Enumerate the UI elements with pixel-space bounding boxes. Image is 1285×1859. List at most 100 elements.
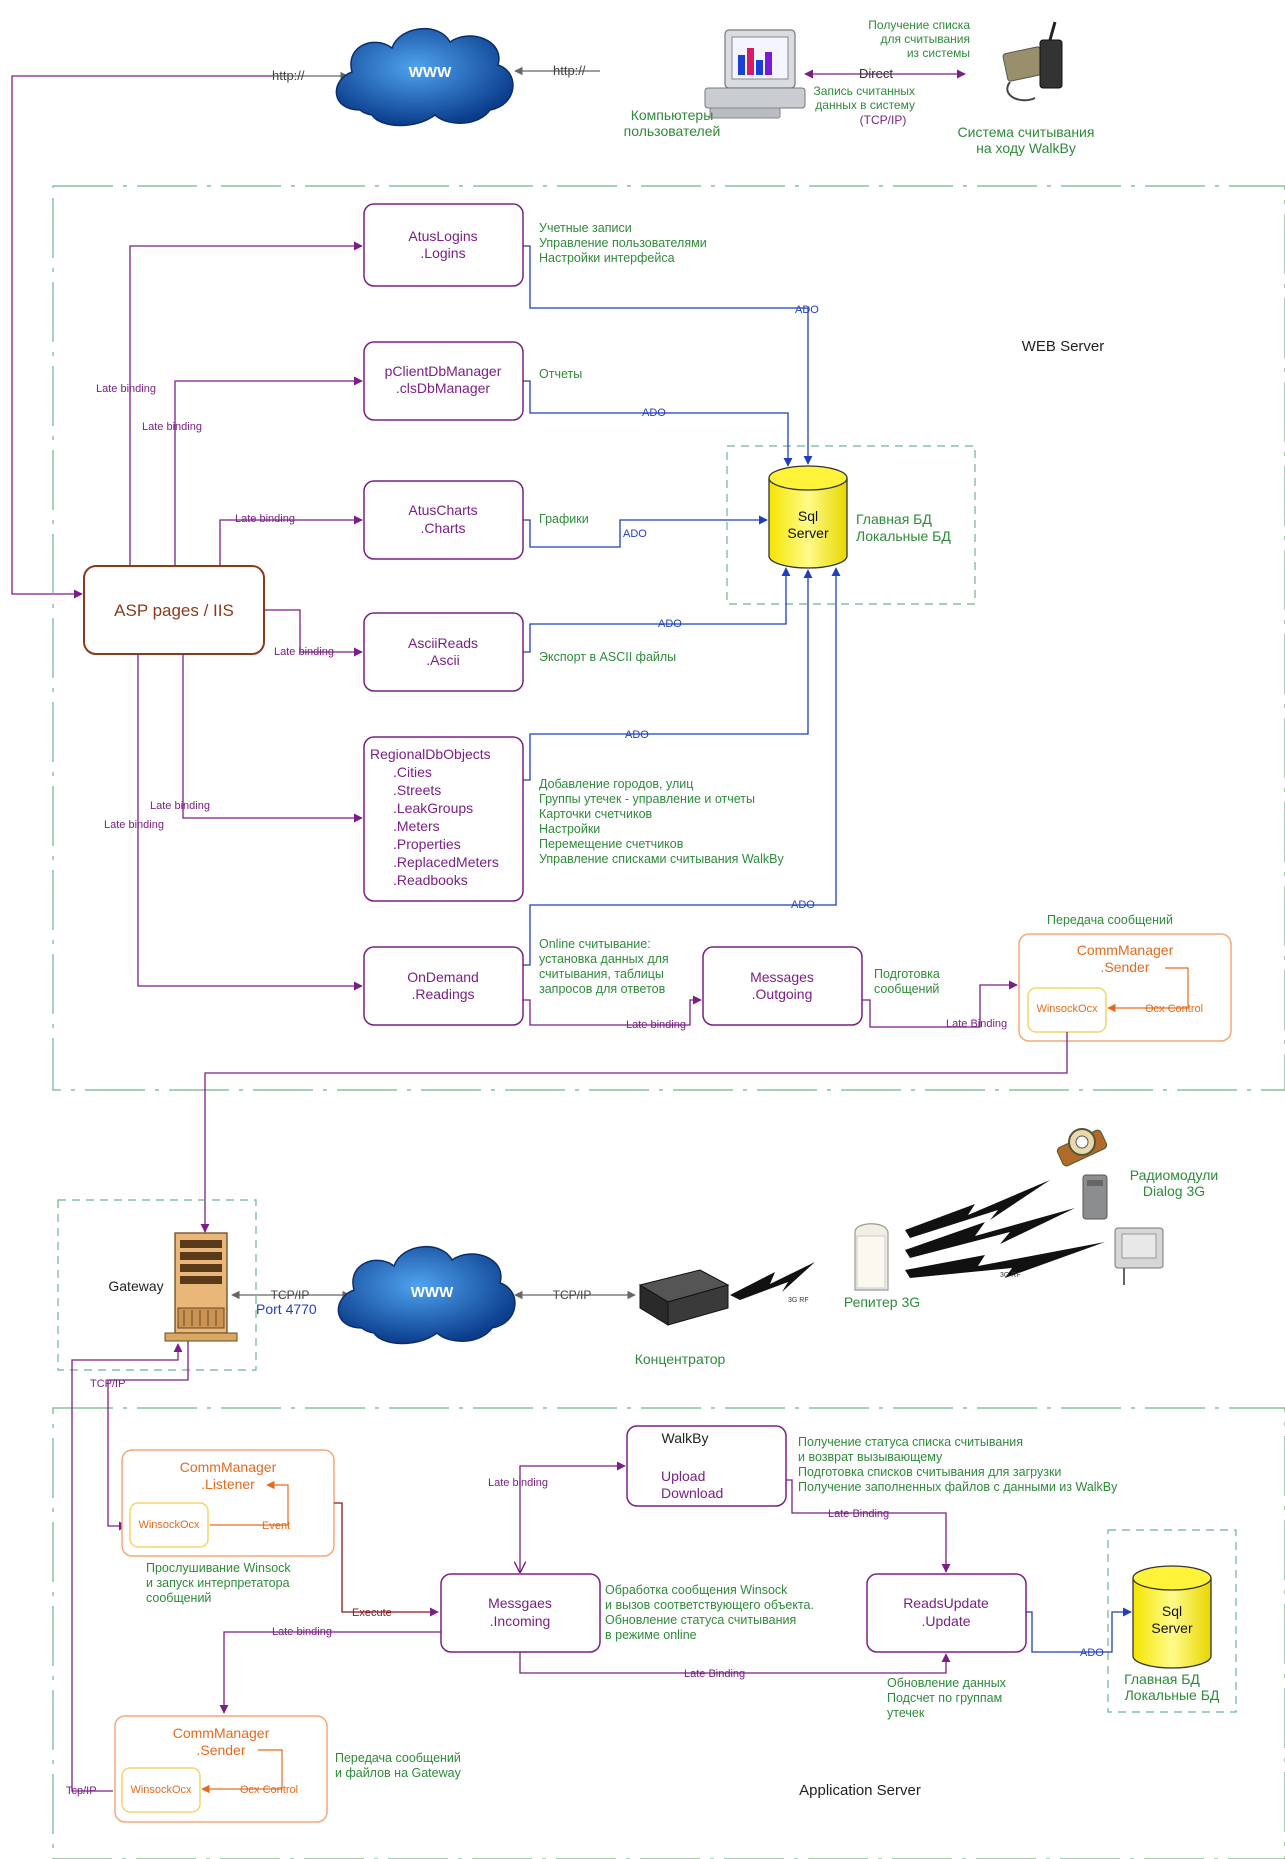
- users-label-1: Компьютеры: [631, 107, 714, 123]
- execute-line: [334, 1502, 439, 1617]
- get-list-note-3: из системы: [907, 46, 970, 60]
- outgoing-note-1: Подготовка: [874, 967, 940, 981]
- ado-app-line: [1026, 1607, 1132, 1653]
- lb-sender-label: Late Binding: [946, 1018, 1007, 1030]
- gateway-label: Gateway: [108, 1278, 163, 1294]
- lightning-3-icon: [905, 1208, 1075, 1258]
- sql-app-label-1: Sql: [1162, 1603, 1182, 1619]
- listener-event-loop: [210, 1480, 289, 1526]
- gateway-to-listener-line: [107, 1341, 189, 1531]
- ado-dbmanager-line: [523, 380, 793, 467]
- app-server-region: [52, 1407, 1285, 1859]
- atuslogins-box: [363, 203, 524, 287]
- readsupdate-note-3: утечек: [887, 1706, 925, 1720]
- users-label-2: пользователей: [624, 123, 721, 139]
- concentrator-icon: [638, 1269, 730, 1326]
- send-title-note: Передача сообщений: [1047, 913, 1173, 927]
- lb-dbmanager-label: Late binding: [142, 421, 202, 433]
- lb-outgoing-label: Late binding: [626, 1019, 686, 1031]
- lb-regional-line: [182, 654, 363, 823]
- ado-ascii-line: [523, 567, 791, 653]
- ascii-note: Экспорт в ASCII файлы: [539, 650, 676, 664]
- regionaldb-label-7: .ReplacedMeters: [393, 854, 499, 870]
- asp-pages-label: ASP pages / IIS: [114, 601, 234, 620]
- db-app-label-2: Локальные БД: [1125, 1687, 1220, 1703]
- radio-module-2-icon: [1114, 1227, 1164, 1285]
- sql-web-region: [726, 445, 976, 605]
- web-server-region: [52, 185, 1285, 1091]
- lightning-4-icon: [905, 1242, 1105, 1278]
- outgoing-note-2: сообщений: [874, 982, 939, 996]
- get-list-note-2: для считывания: [880, 32, 970, 46]
- ondemand-label-1: OnDemand: [407, 969, 479, 985]
- ado-charts-label: ADO: [623, 528, 647, 540]
- sender-app-loop: [201, 1749, 283, 1794]
- sender-to-gateway-line: [200, 1032, 1068, 1233]
- sender-web-loop: [1107, 967, 1189, 1013]
- lightning-1-icon: [730, 1262, 815, 1300]
- regional-note-5: Перемещение счетчиков: [539, 837, 684, 851]
- sender-app-title-2: .Sender: [196, 1742, 245, 1758]
- sender-to-gateway-app-line: [71, 1343, 183, 1792]
- walkby-note-3: Подготовка списков считывания для загруз…: [798, 1465, 1061, 1479]
- ado-logins-label: ADO: [795, 304, 819, 316]
- atuscharts-label-1: AtusCharts: [408, 502, 477, 518]
- regional-note-6: Управление списками считывания WalkBy: [539, 852, 785, 866]
- ondemand-note-2: установка данных для: [539, 952, 669, 966]
- walkby-system-label-2: на ходу WalkBy: [976, 140, 1076, 156]
- http-right-label: http://: [553, 63, 586, 78]
- water-meter-icon: [1056, 1128, 1108, 1167]
- commsender-web-title-1: CommManager: [1077, 942, 1174, 958]
- lb-dbmanager-line: [174, 376, 363, 566]
- www-top-label: WWW: [409, 64, 452, 81]
- tcpip-concentrator-label: TCP/IP: [553, 1288, 592, 1302]
- lb-ondemand-label: Late binding: [104, 819, 164, 831]
- sql-web-label-1: Sql: [798, 508, 818, 524]
- lb-incoming-sender-line: [219, 1631, 441, 1714]
- ado-charts-line: [523, 515, 768, 548]
- ondemand-note-1: Online считывание:: [539, 937, 651, 951]
- sender-app-title-1: CommManager: [173, 1725, 270, 1741]
- rf-label-2: 3G RF: [1000, 1272, 1021, 1279]
- regionaldb-label-8: .Readbooks: [393, 872, 468, 888]
- ado-ondemand-label: ADO: [791, 899, 815, 911]
- lb-charts-label: Late binding: [235, 513, 295, 525]
- regionaldb-label-3: .Streets: [393, 782, 441, 798]
- repeater-label: Репитер 3G: [844, 1294, 920, 1310]
- listener-title-2: .Listener: [201, 1476, 255, 1492]
- incoming-label-1: Messgaes: [488, 1595, 552, 1611]
- radio-module-1-icon: [1082, 1174, 1108, 1220]
- readsupdate-box: [866, 1573, 1027, 1653]
- ondemand-label-2: .Readings: [411, 986, 474, 1002]
- sql-server-app-icon: [1132, 1565, 1212, 1669]
- lb-incoming-sender-label: Late binding: [272, 1626, 332, 1638]
- listener-note-1: Прослушивание Winsock: [146, 1561, 291, 1575]
- app-server-title: Application Server: [799, 1782, 921, 1799]
- tcpip-small-label: Tcp/IP: [66, 1785, 97, 1797]
- incoming-note-1: Обработка сообщения Winsock: [605, 1583, 788, 1597]
- ocx-sender-app-label: Ocx Control: [240, 1784, 298, 1796]
- walkby-note-1: Получение статуса списка считывания: [798, 1435, 1023, 1449]
- winsock-listener-label: WinsockOcx: [138, 1519, 200, 1531]
- incoming-note-2: и вызов соответствующего объекта.: [605, 1598, 814, 1612]
- winsock-sender-app-label: WinsockOcx: [130, 1784, 192, 1796]
- sql-server-web-icon: [768, 465, 848, 569]
- incoming-note-4: в режиме online: [605, 1628, 697, 1642]
- computer-icon: [704, 29, 806, 119]
- readsupdate-label-2: .Update: [921, 1613, 970, 1629]
- asciireads-label-2: .Ascii: [426, 652, 459, 668]
- logins-note-1: Учетные записи: [539, 221, 632, 235]
- winsock-sender-app-box: [121, 1767, 201, 1813]
- http-left-label: http://: [272, 68, 305, 83]
- execute-label: Execute: [352, 1607, 392, 1619]
- sql-app-region: [1107, 1529, 1237, 1713]
- logins-note-2: Управление пользователями: [539, 236, 707, 250]
- lb-sender-line: [862, 980, 1018, 1028]
- lb-ascii-label: Late binding: [274, 646, 334, 658]
- gateway-region: [57, 1199, 257, 1371]
- commsender-web-title-2: .Sender: [1100, 959, 1149, 975]
- lb-walkby-line: [520, 1466, 625, 1572]
- regional-note-2: Группы утечек - управление и отчеты: [539, 792, 755, 806]
- readsupdate-label-1: ReadsUpdate: [903, 1595, 989, 1611]
- atuslogins-label-1: AtusLogins: [408, 228, 477, 244]
